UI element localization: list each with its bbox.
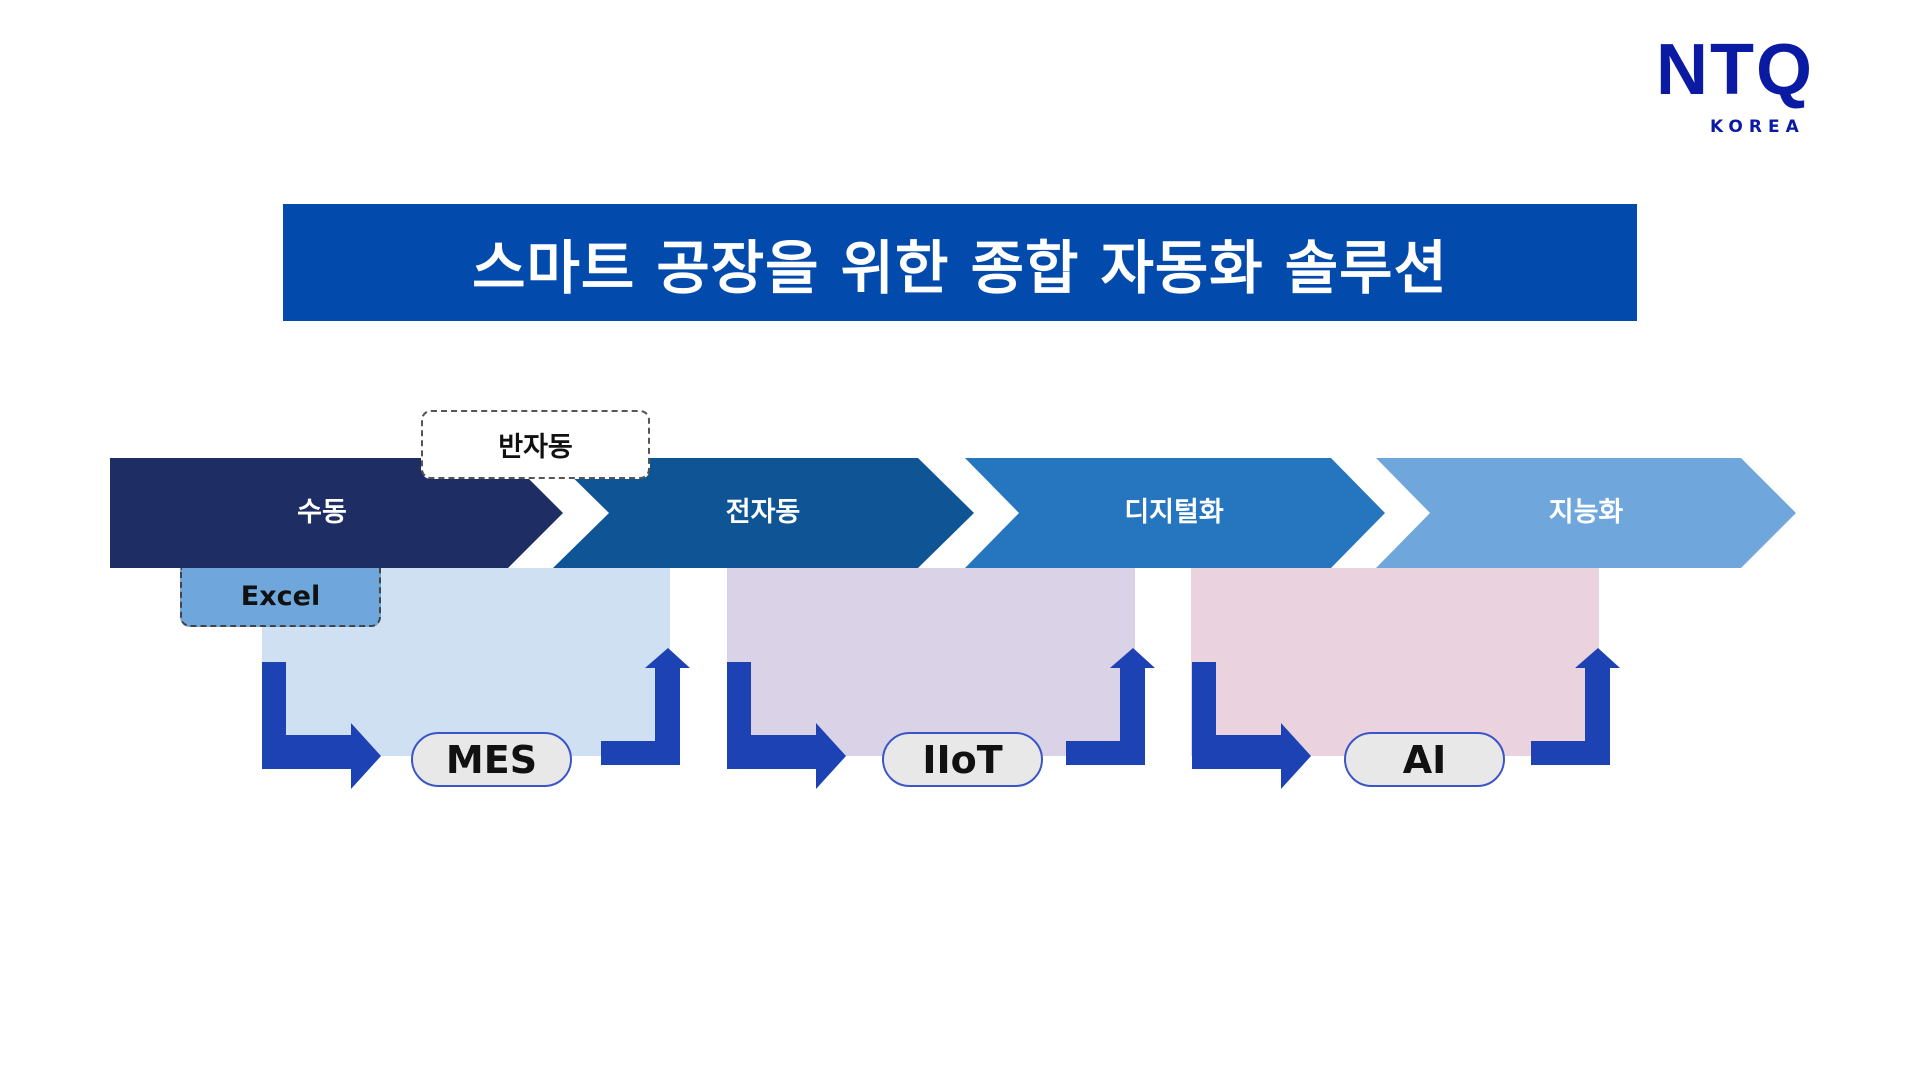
right-up-arrow-icon bbox=[1066, 648, 1155, 765]
panel-ai bbox=[1191, 568, 1599, 756]
logo-subtitle: KOREA bbox=[1710, 117, 1805, 137]
down-right-arrow-icon bbox=[727, 662, 846, 789]
logo-brand: NTQ bbox=[1656, 30, 1814, 110]
stage-label-digitalization: 디지털화 bbox=[1124, 497, 1224, 528]
panel-iiot bbox=[727, 568, 1135, 756]
tech-pill-iiot: IIoT bbox=[882, 732, 1043, 787]
stage-label-intelligence: 지능화 bbox=[1548, 497, 1624, 528]
stage-chevron-intelligence bbox=[1376, 458, 1796, 568]
right-up-arrow-icon bbox=[601, 648, 690, 765]
down-right-arrow-icon bbox=[262, 662, 381, 789]
stage-label-manual: 수동 bbox=[297, 497, 347, 528]
down-right-arrow-icon bbox=[1192, 662, 1311, 789]
right-up-arrow-icon bbox=[1531, 648, 1620, 765]
page-title: 스마트 공장을 위한 종합 자동화 솔루션 bbox=[283, 204, 1637, 321]
stage-chevron-full-auto bbox=[553, 458, 974, 568]
excel-box: Excel bbox=[180, 568, 381, 627]
stage-chevron-manual bbox=[110, 458, 563, 568]
stage-label-full-auto: 전자동 bbox=[725, 497, 801, 528]
tech-pill-ai: AI bbox=[1344, 732, 1505, 787]
stage-chevron-digitalization bbox=[965, 458, 1385, 568]
tech-pill-mes: MES bbox=[411, 732, 572, 787]
ntq-korea-logo: NTQ KOREA bbox=[1650, 28, 1880, 140]
arrows-group bbox=[262, 648, 1620, 789]
semi-auto-box: 반자동 bbox=[421, 410, 650, 479]
